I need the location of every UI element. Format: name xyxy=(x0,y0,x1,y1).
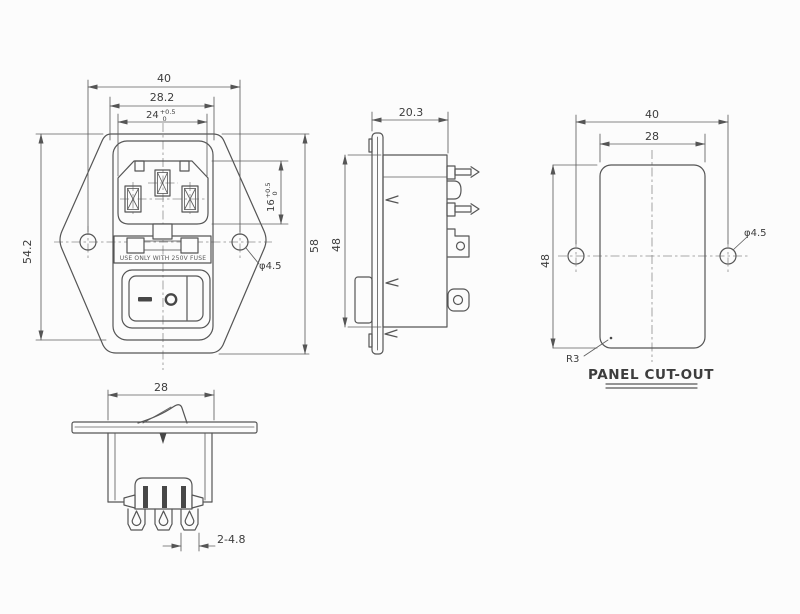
body-face xyxy=(112,140,214,341)
dim-side-height-label: 48 xyxy=(330,238,343,252)
fuse-drawer-profile xyxy=(446,180,462,200)
switch-flange-plate xyxy=(71,421,258,434)
rocker-lever xyxy=(137,404,188,424)
dim-flange-top-width: 28.2 xyxy=(109,91,215,141)
dim-flange-top-width-label: 28.2 xyxy=(150,91,175,104)
dim-depth: 20.3 xyxy=(371,106,449,154)
hole-diameter-label: φ4.5 xyxy=(259,261,282,272)
corner-radius-callout: R3 xyxy=(566,336,613,365)
fuse-holder: USE ONLY WITH 250V FUSE xyxy=(113,223,212,264)
socket-pin-left xyxy=(124,185,142,213)
switch-bottom-view: 28 2-4.8 xyxy=(71,381,258,552)
faston-terminals xyxy=(127,508,199,531)
switch-off-symbol xyxy=(164,293,178,306)
dim-cutout-hole-spacing: 40 xyxy=(575,108,729,245)
retention-clips xyxy=(384,195,399,338)
center-mark xyxy=(159,433,167,444)
rocker-switch xyxy=(121,269,211,329)
terminal-slot xyxy=(143,486,148,508)
front-view: USE ONLY WITH 250V FUSE 40 28.2 xyxy=(21,72,321,370)
dim-socket-height-label: 16+0.50 xyxy=(264,182,279,212)
hole-diameter-callout: φ4.5 xyxy=(245,247,282,272)
dim-switch-width-label: 28 xyxy=(154,381,168,394)
fuse-warning-label: USE ONLY WITH 250V FUSE xyxy=(120,255,207,262)
socket-pin-earth xyxy=(154,169,171,197)
dim-terminal-width: 2-4.8 xyxy=(162,532,245,552)
side-view: 20.3 48 xyxy=(330,106,480,355)
dim-cutout-height-label: 48 xyxy=(539,254,552,268)
dim-mounting-width: 40 xyxy=(87,72,241,233)
dim-depth-label: 20.3 xyxy=(399,106,424,119)
panel-cutout-caption: PANEL CUT-OUT xyxy=(588,367,714,383)
dim-cutout-hole-spacing-label: 40 xyxy=(645,108,659,121)
iec-socket xyxy=(117,160,209,225)
cutout-hole-diameter-callout: φ4.5 xyxy=(732,228,767,251)
cutout-hole-diameter-label: φ4.5 xyxy=(744,228,767,239)
terminal-slot xyxy=(162,486,167,508)
dim-flange-height-label: 54.2 xyxy=(21,240,34,265)
view-caption: PANEL CUT-OUT xyxy=(588,367,714,389)
dim-terminal-width-label: 2-4.8 xyxy=(217,533,245,546)
mounting-hole-right xyxy=(231,233,249,251)
side-latch-left xyxy=(123,494,136,509)
flange-outline xyxy=(59,133,267,354)
mounting-hole-left xyxy=(79,233,97,251)
switch-on-symbol xyxy=(138,297,152,302)
module-body-profile xyxy=(382,154,448,328)
terminal-slot xyxy=(181,486,186,508)
cutout-rect xyxy=(599,164,706,349)
corner-radius-label: R3 xyxy=(566,354,579,365)
dim-flange-height: 54.2 xyxy=(21,133,107,341)
dim-socket-height: 16+0.50 xyxy=(211,160,289,225)
dim-cutout-width: 28 xyxy=(599,130,706,163)
fuse-drawer-pull xyxy=(152,223,173,240)
socket-pin-right xyxy=(181,185,199,213)
dim-overall-height: 58 xyxy=(218,133,321,355)
bottom-lug xyxy=(447,288,470,312)
socket-pins-profile xyxy=(446,165,480,217)
dim-cutout-height: 48 xyxy=(539,164,598,349)
panel-cutout-view: 40 28 48 φ4.5 R3 xyxy=(539,108,767,389)
dim-mounting-width-label: 40 xyxy=(157,72,171,85)
solder-lug xyxy=(447,228,470,258)
dim-switch-width: 28 xyxy=(107,381,215,421)
dim-side-height: 48 xyxy=(330,154,382,328)
dim-overall-height-label: 58 xyxy=(308,239,321,253)
side-latch-right xyxy=(191,494,204,509)
dim-cutout-width-label: 28 xyxy=(645,130,659,143)
rocker-button-profile xyxy=(354,276,373,324)
